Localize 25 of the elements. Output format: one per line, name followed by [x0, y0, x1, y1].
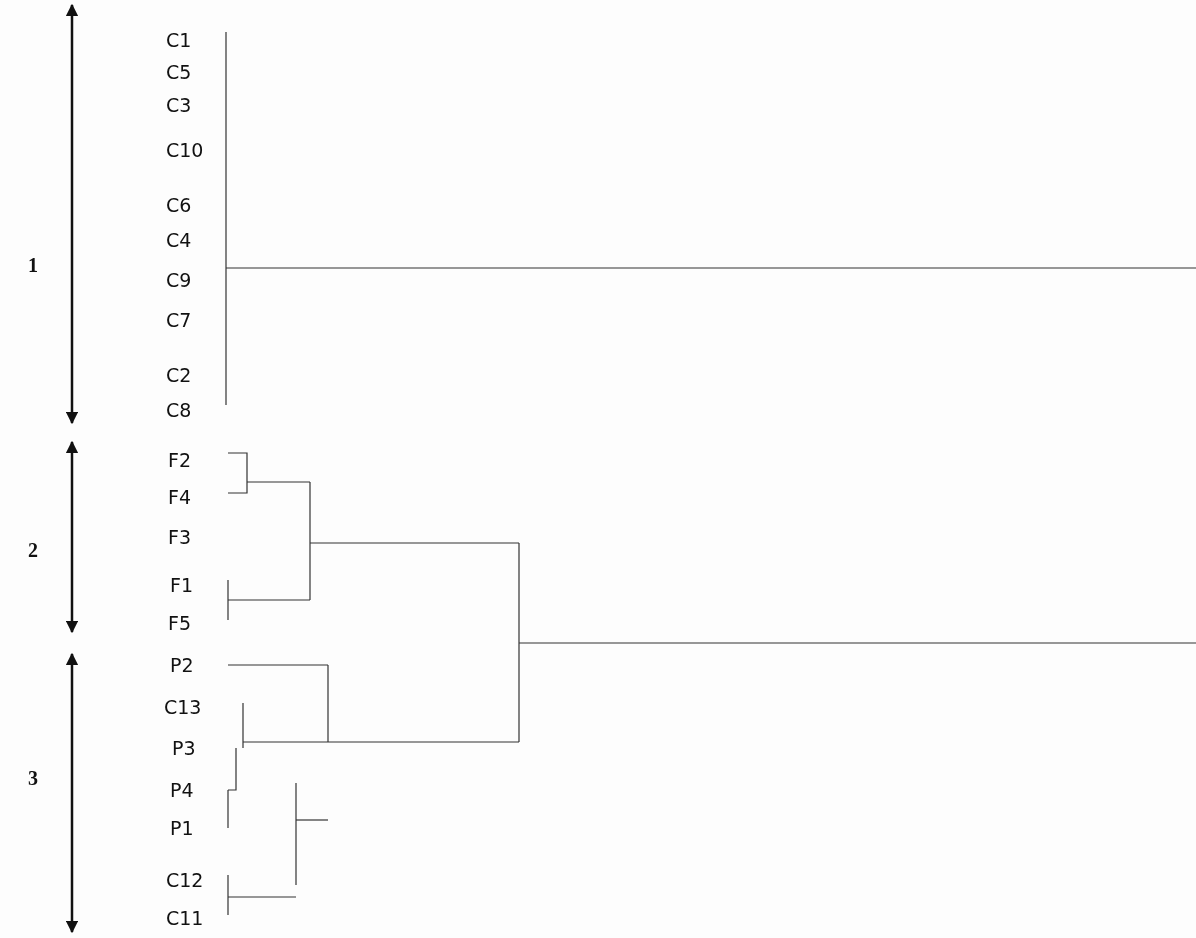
- leaf-label: C11: [166, 908, 204, 928]
- leaf-label: F2: [168, 450, 192, 470]
- leaf-label: C1: [166, 30, 192, 50]
- leaf-label: C8: [166, 400, 192, 420]
- leaf-label: F1: [170, 575, 194, 595]
- leaf-label: C10: [166, 140, 204, 160]
- leaf-label: C12: [166, 870, 204, 890]
- cluster-number: 1: [28, 255, 38, 275]
- leaf-label: P3: [172, 738, 196, 758]
- leaf-label: C4: [166, 230, 192, 250]
- leaf-label: C6: [166, 195, 192, 215]
- leaf-label: C9: [166, 270, 192, 290]
- leaf-label: C7: [166, 310, 192, 330]
- leaf-label: F3: [168, 527, 192, 547]
- leaf-label: F4: [168, 487, 192, 507]
- leaf-label: C5: [166, 62, 192, 82]
- leaf-label: P1: [170, 818, 194, 838]
- leaf-label: F5: [168, 613, 192, 633]
- leaf-label: C13: [164, 697, 202, 717]
- cluster-number: 3: [28, 768, 38, 788]
- leaf-label: C2: [166, 365, 192, 385]
- cluster-number: 2: [28, 540, 38, 560]
- leaf-label: P4: [170, 780, 194, 800]
- leaf-label: P2: [170, 655, 194, 675]
- leaf-label: C3: [166, 95, 192, 115]
